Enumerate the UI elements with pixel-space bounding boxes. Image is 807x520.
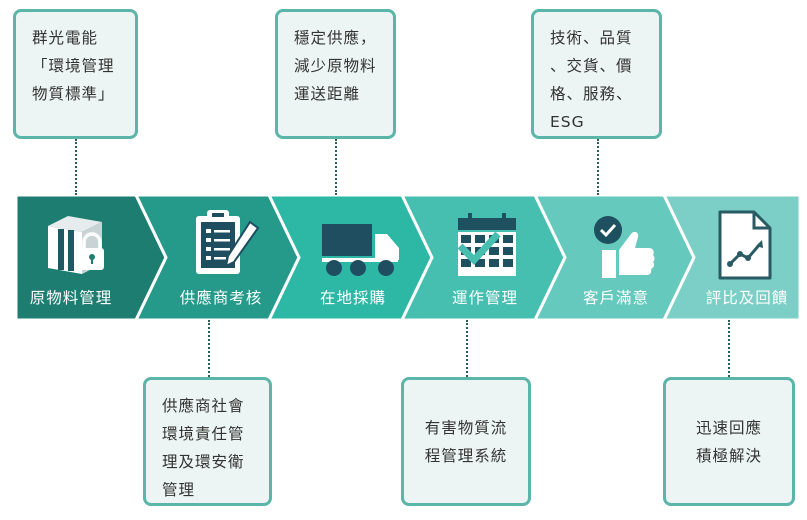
truck-icon: [322, 224, 399, 276]
connector-top-2: [335, 139, 337, 195]
note-top-3: 技術、品質 、交貨、價 格、服務、 ESG: [531, 9, 662, 139]
connector-top-3: [597, 139, 599, 195]
connector-bottom-3: [728, 320, 730, 377]
calendar-check-icon: [457, 213, 516, 276]
stage-label-6: 評比及回饋: [705, 289, 789, 307]
note-top-1: 群光電能 「環境管理 物質標準」: [13, 9, 138, 139]
connector-bottom-1: [208, 320, 210, 377]
stage-label-2: 供應商考核: [179, 289, 263, 307]
clipboard-pen-icon: [196, 210, 260, 274]
note-top-2: 穩定供應， 減少原物料 運送距離: [275, 9, 396, 139]
note-bottom-2: 有害物質流 程管理系統: [401, 377, 531, 506]
document-chart-icon: [718, 210, 772, 280]
note-bottom-3: 迅速回應 積極解決: [663, 377, 795, 506]
connector-bottom-2: [466, 320, 468, 377]
thumbs-up-check-icon: [594, 216, 655, 278]
material-boxes-lock-icon: [48, 216, 104, 274]
stage-label-4: 運作管理: [451, 289, 518, 307]
stage-label-1: 原物料管理: [29, 289, 113, 307]
note-bottom-1: 供應商社會 環境責任管 理及環安衛 管理: [143, 377, 272, 506]
connector-top-1: [75, 139, 77, 195]
stage-label-5: 客戶滿意: [582, 289, 649, 307]
stage-label-3: 在地採購: [319, 289, 386, 307]
